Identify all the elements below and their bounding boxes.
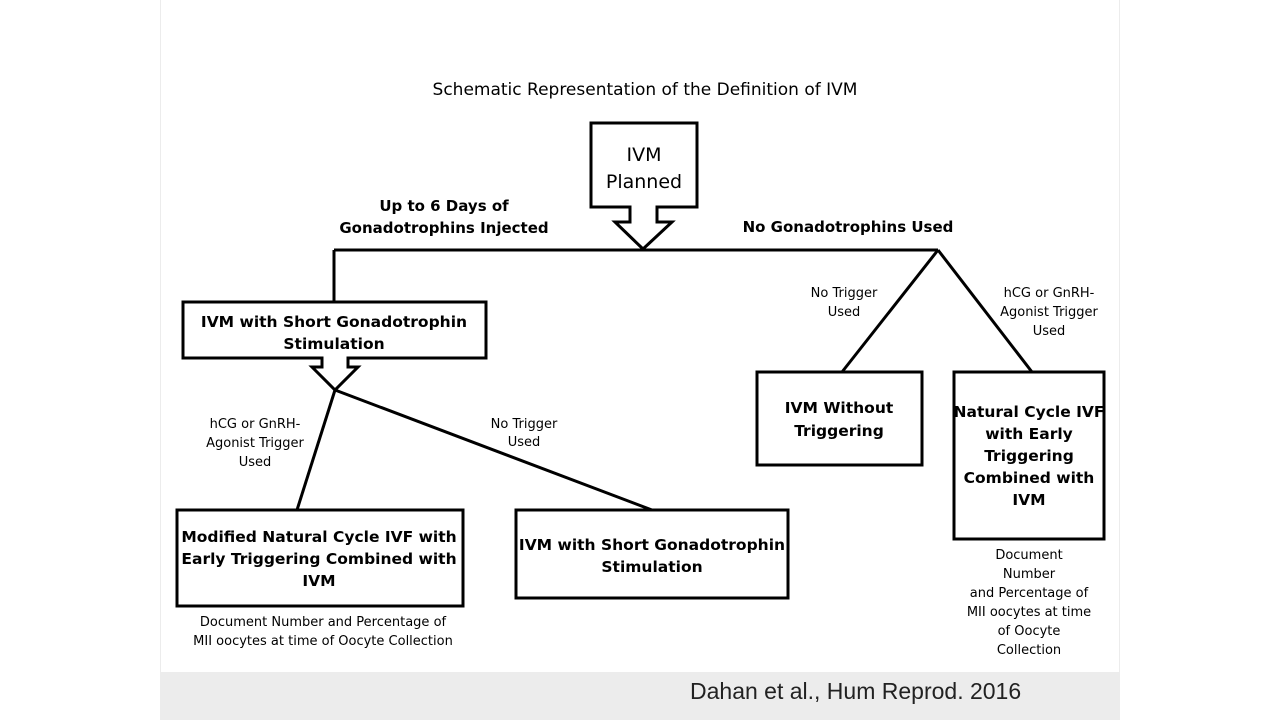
natural-cycle-line5: IVM xyxy=(1012,491,1045,509)
ivm-without-box xyxy=(755,370,924,467)
trigger-right-line xyxy=(936,249,1034,373)
short-stim-bottom-line2: Stimulation xyxy=(601,558,702,576)
trigger-right-line3: Used xyxy=(1033,324,1066,339)
branch-right-label: No Gonadotrophins Used xyxy=(743,218,954,236)
modified-nc-line1: Modified Natural Cycle IVF with xyxy=(181,528,456,546)
trigger-left-line2: Agonist Trigger xyxy=(206,436,304,451)
no-trigger-left-line2: Used xyxy=(508,435,541,450)
short-stim-box xyxy=(181,300,488,393)
root-box-ivm-planned xyxy=(589,121,699,252)
trigger-left-line1: hCG or GnRH- xyxy=(210,417,301,432)
doc-left-line2: MII oocytes at time of Oocyte Collection xyxy=(193,634,453,649)
diagram-title: Schematic Representation of the Definiti… xyxy=(433,80,858,100)
doc-right-line1: Document xyxy=(995,548,1062,563)
no-trigger-right-line2: Used xyxy=(828,305,861,320)
root-label-line1: IVM xyxy=(627,144,662,166)
trigger-right-line1: hCG or GnRH- xyxy=(1004,286,1095,301)
no-trigger-left-line1: No Trigger xyxy=(491,417,558,432)
doc-right-line6: Collection xyxy=(997,643,1061,658)
no-trigger-right-line1: No Trigger xyxy=(811,286,878,301)
citation-band xyxy=(160,672,1120,720)
doc-left-line1: Document Number and Percentage of xyxy=(200,615,447,630)
short-stim-line2: Stimulation xyxy=(283,335,384,353)
trigger-right-line2: Agonist Trigger xyxy=(1000,305,1098,320)
natural-cycle-box xyxy=(952,370,1106,541)
natural-cycle-line2: with Early xyxy=(985,425,1073,443)
doc-right-line5: of Oocyte xyxy=(998,624,1061,639)
short-stim-line1: IVM with Short Gonadotrophin xyxy=(201,313,467,331)
no-trigger-right-line xyxy=(840,249,940,373)
natural-cycle-line4: Combined with xyxy=(964,469,1095,487)
doc-right-line4: MII oocytes at time xyxy=(967,605,1091,620)
modified-nc-line2: Early Triggering Combined with xyxy=(181,550,456,568)
natural-cycle-line3: Triggering xyxy=(984,447,1074,465)
slide-right-edge xyxy=(1119,0,1120,720)
trigger-left-line3: Used xyxy=(239,455,272,470)
natural-cycle-line1: Natural Cycle IVF xyxy=(954,403,1105,421)
branch-left-label-line2: Gonadotrophins Injected xyxy=(339,219,548,237)
doc-right-line3: and Percentage of xyxy=(970,586,1089,601)
doc-right-line2: Number xyxy=(1003,567,1056,582)
ivm-without-line1: IVM Without xyxy=(785,399,894,417)
modified-nc-box xyxy=(175,508,465,608)
root-label-line2: Planned xyxy=(606,171,682,193)
citation-text: Dahan et al., Hum Reprod. 2016 xyxy=(690,678,1022,704)
slide-left-edge xyxy=(160,0,161,720)
modified-nc-line3: IVM xyxy=(302,572,335,590)
short-stim-bottom-line1: IVM with Short Gonadotrophin xyxy=(519,536,785,554)
ivm-without-line2: Triggering xyxy=(794,422,884,440)
no-trigger-left-line xyxy=(334,388,653,512)
short-stim-bottom-box xyxy=(514,508,790,600)
branch-left-label-line1: Up to 6 Days of xyxy=(379,197,509,215)
trigger-left-line xyxy=(295,389,337,511)
